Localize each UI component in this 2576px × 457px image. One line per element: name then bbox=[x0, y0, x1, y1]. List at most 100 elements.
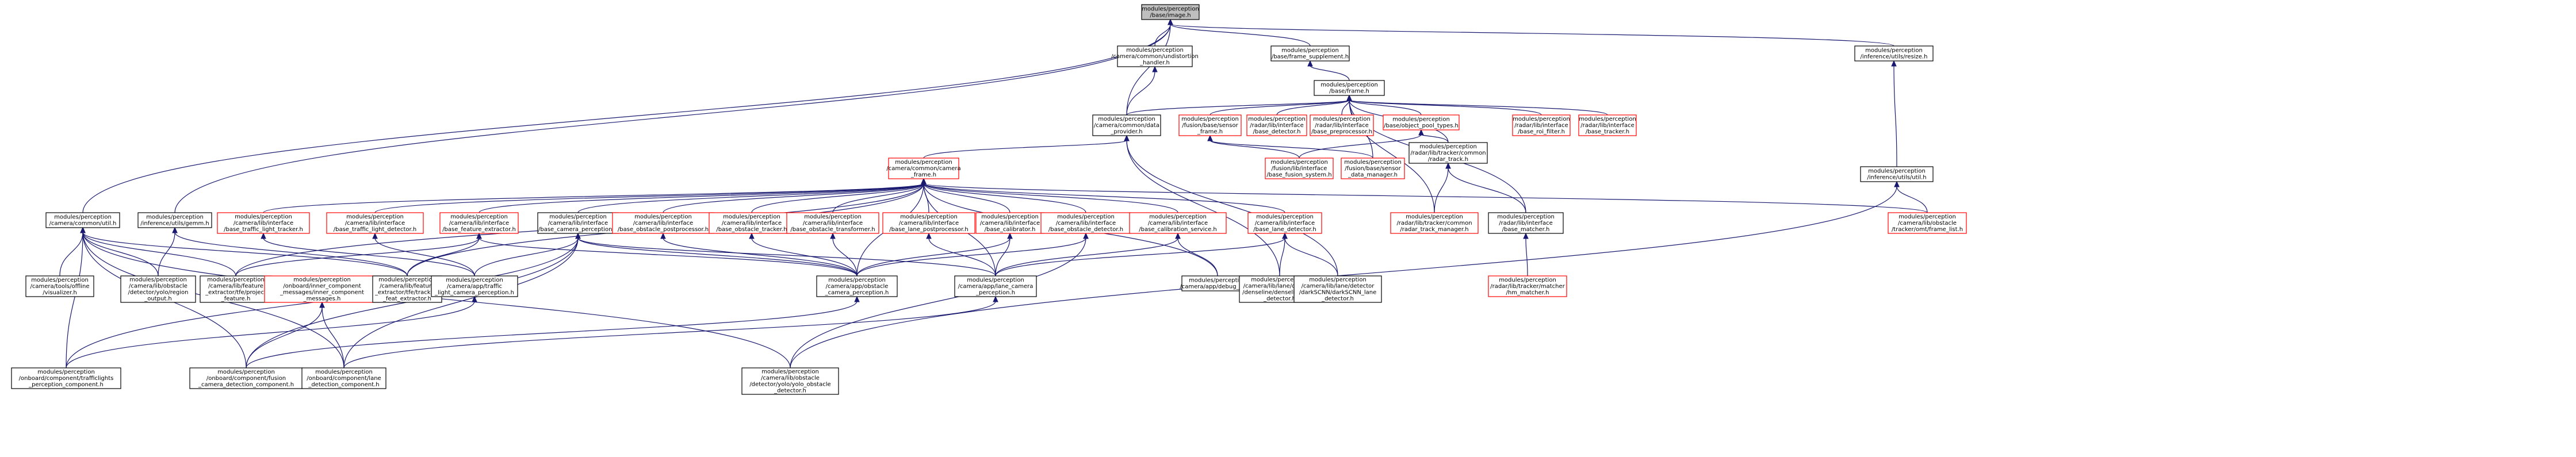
node-label-line: /detector/yolo/region bbox=[128, 290, 189, 296]
dependency-edge bbox=[1154, 24, 1171, 47]
node-radar-base-roi-filter-h[interactable]: modules/perception/radar/lib/interface/b… bbox=[1512, 114, 1571, 136]
node-label-line: modules/perception bbox=[1256, 214, 1314, 220]
node-trafficlights-perception-component-h[interactable]: modules/perception/onboard/component/tra… bbox=[11, 367, 121, 389]
node-obstacle-camera-perception-h[interactable]: modules/perception/camera/app/obstacle_c… bbox=[816, 275, 898, 297]
node-label-line: modules/perception bbox=[1344, 159, 1402, 166]
node-region-output-h[interactable]: modules/perception/camera/lib/obstacle/d… bbox=[120, 275, 196, 303]
node-radar-base-tracker-h[interactable]: modules/perception/radar/lib/interface/b… bbox=[1578, 114, 1637, 136]
node-radar-track-h[interactable]: modules/perception/radar/lib/tracker/com… bbox=[1408, 142, 1488, 164]
node-base-traffic-light-tracker-h[interactable]: modules/perception/camera/lib/interface/… bbox=[217, 212, 310, 234]
node-base-obstacle-transformer-h[interactable]: modules/perception/camera/lib/interface/… bbox=[786, 212, 879, 234]
node-label-line: modules/perception bbox=[761, 369, 819, 375]
node-yolo-obstacle-detector-h[interactable]: modules/perception/camera/lib/obstacle/d… bbox=[741, 367, 839, 395]
node-fusion-camera-detection-component-h[interactable]: modules/perception/onboard/component/fus… bbox=[189, 367, 303, 389]
node-label-line: /base_preprocessor.h bbox=[1311, 129, 1372, 135]
node-sensor-frame-h[interactable]: modules/perception/fusion/base/sensor_fr… bbox=[1178, 114, 1242, 136]
node-inner-component-messages-h[interactable]: modules/perception/onboard/inner_compone… bbox=[264, 275, 380, 303]
dependency-edge bbox=[751, 183, 924, 213]
node-base-obstacle-detector-h[interactable]: modules/perception/camera/lib/interface/… bbox=[1040, 212, 1131, 234]
node-label-line: /radar_track.h bbox=[1428, 156, 1468, 163]
node-data-provider-h[interactable]: modules/perception/camera/common/data_pr… bbox=[1092, 114, 1161, 136]
node-inference-gemm-h[interactable]: modules/perception/inference/utils/gemm.… bbox=[137, 212, 212, 228]
node-label-line: modules/perception bbox=[828, 277, 886, 283]
node-lane-camera-perception-h[interactable]: modules/perception/camera/app/lane_camer… bbox=[954, 275, 1037, 297]
node-base-image-h[interactable]: modules/perception/base/image.h bbox=[1141, 4, 1200, 20]
node-base-calibrator-h[interactable]: modules/perception/camera/lib/interface/… bbox=[975, 212, 1044, 234]
node-inference-resize-h[interactable]: modules/perception/inference/utils/resiz… bbox=[1854, 45, 1934, 62]
node-camera-common-util-h[interactable]: modules/perception/camera/common/util.h bbox=[45, 212, 120, 228]
node-radar-base-detector-h[interactable]: modules/perception/radar/lib/interface/b… bbox=[1246, 114, 1307, 136]
node-label-line: /camera/lib/interface bbox=[234, 220, 293, 226]
node-label-line: modules/perception bbox=[981, 214, 1039, 220]
node-frame-supplement-h[interactable]: modules/perception/base/frame_supplement… bbox=[1270, 45, 1350, 62]
node-hm-matcher-h[interactable]: modules/perception/radar/lib/tracker/mat… bbox=[1488, 275, 1567, 297]
edge-arrowhead bbox=[1083, 232, 1089, 239]
node-base-calibration-service-h[interactable]: modules/perception/camera/lib/interface/… bbox=[1129, 212, 1227, 234]
node-radar-base-preprocessor-h[interactable]: modules/perception/radar/lib/interface/b… bbox=[1310, 114, 1374, 136]
dependency-edge bbox=[59, 232, 83, 276]
node-label-line: /base_fusion_system.h bbox=[1266, 172, 1331, 178]
node-label-line: modules/perception bbox=[207, 277, 265, 283]
node-label-line: /base_tracker.h bbox=[1586, 129, 1629, 135]
node-label-line: /camera/app/debug_info.h bbox=[1180, 284, 1255, 290]
node-inference-util-h[interactable]: modules/perception/inference/utils/util.… bbox=[1860, 166, 1934, 182]
node-label-line: modules/perception bbox=[1142, 6, 1199, 13]
dependency-edge bbox=[923, 140, 1127, 159]
node-label-line: /camera/lib/obstacle bbox=[129, 283, 187, 290]
node-label-line: _data_manager.h bbox=[1348, 172, 1398, 178]
node-sensor-data-manager-h[interactable]: modules/perception/fusion/base/sensor_da… bbox=[1341, 158, 1405, 179]
node-offline-visualizer-h[interactable]: modules/perception/camera/tools/offline/… bbox=[25, 275, 94, 297]
dependency-edge bbox=[577, 183, 924, 213]
node-box bbox=[741, 367, 839, 395]
node-label-line: modules/perception bbox=[378, 277, 436, 283]
node-box bbox=[431, 275, 518, 297]
node-base-lane-detector-h[interactable]: modules/perception/camera/lib/interface/… bbox=[1247, 212, 1322, 234]
node-base-traffic-light-detector-h[interactable]: modules/perception/camera/lib/interface/… bbox=[326, 212, 424, 234]
node-box bbox=[1488, 275, 1567, 297]
node-radar-track-manager-h[interactable]: modules/perception/radar/lib/tracker/com… bbox=[1390, 212, 1479, 234]
node-label-line: modules/perception bbox=[235, 214, 292, 220]
node-label-line: _camera_perception.h bbox=[825, 290, 889, 296]
node-lane-detection-component-h[interactable]: modules/perception/onboard/component/lan… bbox=[301, 367, 386, 389]
node-base-fusion-system-h[interactable]: modules/perception/fusion/lib/interface/… bbox=[1265, 158, 1334, 179]
node-box bbox=[816, 275, 898, 297]
node-label-line: modules/perception bbox=[900, 214, 958, 220]
node-traffic-light-camera-perception-h[interactable]: modules/perception/camera/app/traffic_li… bbox=[431, 275, 518, 297]
node-label-line: modules/perception bbox=[31, 277, 89, 283]
dependency-edge bbox=[832, 237, 858, 276]
node-base-feature-extractor-h[interactable]: modules/perception/camera/lib/interface/… bbox=[439, 212, 519, 234]
node-label-line: /camera/common/util.h bbox=[49, 221, 117, 227]
node-base-lane-postprocessor-h[interactable]: modules/perception/camera/lib/interface/… bbox=[882, 212, 975, 234]
node-base-camera-perception-h[interactable]: modules/perception/camera/lib/interface/… bbox=[537, 212, 619, 234]
node-label-line: /base_lane_detector.h bbox=[1253, 226, 1316, 233]
node-undistortion-handler-h[interactable]: modules/perception/camera/common/undisto… bbox=[1111, 45, 1199, 67]
node-box bbox=[1246, 114, 1307, 136]
node-frame-list-h[interactable]: modules/perception/camera/lib/obstacle/t… bbox=[1888, 212, 1967, 234]
node-box bbox=[120, 275, 196, 303]
node-box bbox=[11, 367, 121, 389]
edge-arrowhead bbox=[372, 232, 378, 239]
node-box bbox=[1117, 45, 1193, 67]
node-project-feature-h[interactable]: modules/perception/camera/lib/feature_ex… bbox=[200, 275, 272, 303]
node-base-obstacle-tracker-h[interactable]: modules/perception/camera/lib/interface/… bbox=[709, 212, 795, 234]
node-camera-frame-h[interactable]: modules/perception/camera/common/camera_… bbox=[886, 158, 961, 179]
node-label-line: /denseline/denseline_lane bbox=[1242, 290, 1317, 296]
node-label-line: /camera/lib/interface bbox=[899, 220, 959, 226]
dependency-edge bbox=[82, 24, 1171, 213]
node-tracking-feat-extractor-h[interactable]: modules/perception/camera/lib/feature_ex… bbox=[372, 275, 442, 303]
node-box bbox=[1578, 114, 1637, 136]
node-base-obstacle-postprocessor-h[interactable]: modules/perception/camera/lib/interface/… bbox=[612, 212, 714, 234]
dependency-edge bbox=[1279, 237, 1285, 276]
node-object-pool-types-h[interactable]: modules/perception/base/object_pool_type… bbox=[1383, 114, 1460, 130]
node-label-line: /base/image.h bbox=[1150, 13, 1191, 19]
dependency-edge bbox=[995, 237, 1011, 276]
node-darkscnn-lane-detector-h[interactable]: modules/perception/camera/lib/lane/detec… bbox=[1293, 275, 1382, 303]
node-label-line: modules/perception bbox=[1320, 82, 1378, 89]
node-label-line: modules/perception bbox=[1497, 214, 1555, 220]
node-label-line: modules/perception bbox=[37, 369, 95, 375]
node-radar-base-matcher-h[interactable]: modules/perception/radar/lib/interface/b… bbox=[1488, 212, 1564, 234]
node-box bbox=[1314, 80, 1385, 96]
dependency-edge bbox=[1349, 99, 1422, 116]
edge-arrowhead bbox=[1418, 129, 1424, 136]
node-base-frame-h[interactable]: modules/perception/base/frame.h bbox=[1314, 80, 1385, 96]
